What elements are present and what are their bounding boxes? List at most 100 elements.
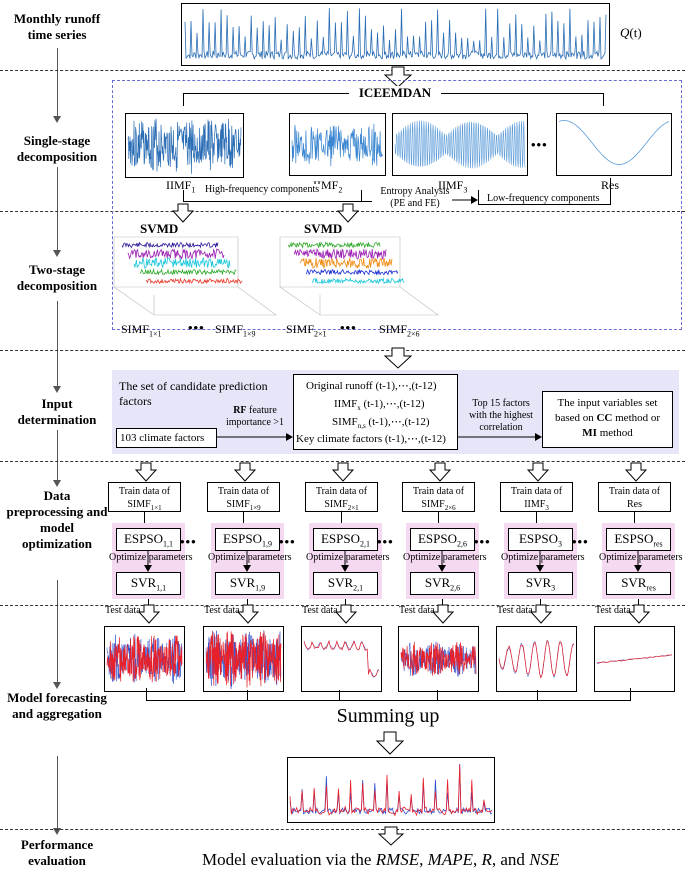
hollow-down-arrow [625, 462, 647, 482]
plot-frame [113, 236, 277, 316]
signal-line [293, 248, 387, 261]
optimize-label: Optimize parameters [599, 552, 683, 563]
high-freq-bracket [183, 190, 362, 202]
signal-line [289, 763, 493, 816]
iimf1-panel [125, 113, 244, 178]
arrow-down [536, 551, 544, 572]
candidate-item: Key climate factors (t-1),⋯,(t-12) [296, 433, 446, 445]
espso-box: ESPSO3 [508, 528, 573, 551]
stage-label-forecasting: Model forecasting and aggregation [7, 690, 107, 721]
ellipsis: ••• [188, 320, 205, 335]
stage-label-two-stage: Two-stage decomposition [16, 262, 98, 293]
timeline-arrow [53, 828, 61, 835]
timeline-arrow [53, 386, 61, 393]
arrow-down [144, 551, 152, 572]
input-set-box: The input variables set based on CC meth… [542, 391, 673, 448]
espso-box: ESPSO2,1 [313, 528, 378, 551]
signal-line [289, 764, 493, 817]
test-data-label: Test data [204, 605, 240, 616]
decomposition-region [112, 80, 682, 330]
test-data-label: Test data [302, 605, 338, 616]
plot-frame [279, 236, 439, 316]
forecast-plot [303, 639, 380, 679]
optimize-label: Optimize parameters [403, 552, 487, 563]
arrow-right [217, 433, 293, 441]
signal-line [127, 118, 242, 174]
connector [437, 690, 438, 701]
ellipsis: ••• [572, 534, 589, 549]
connector [243, 512, 244, 524]
timeline-line [57, 167, 58, 252]
iimf2-panel [289, 113, 386, 176]
signal-line [498, 639, 575, 678]
high-freq-label: High-frequency components [203, 184, 322, 196]
ellipsis: ••• [340, 320, 357, 335]
label-simf-2x6: SIMF2×6 [379, 322, 420, 339]
label-simf-2x1: SIMF2×1 [286, 322, 327, 339]
runoff-label: Q(t) [620, 25, 642, 40]
hollow-down-arrow [384, 347, 412, 369]
hollow-down-arrow [337, 203, 359, 223]
forecast-panel [594, 626, 675, 692]
forecast-plot [106, 633, 183, 684]
connector [536, 512, 537, 524]
optimize-label: Optimize parameters [501, 552, 585, 563]
res-plot [558, 120, 670, 165]
stage-label-single-stage: Single-stage decomposition [16, 133, 98, 164]
timeline-line [57, 48, 58, 118]
aggregated-forecast-panel [287, 757, 495, 823]
forecast-plot [205, 630, 282, 690]
separator [0, 70, 685, 71]
optimize-label: Optimize parameters [109, 552, 193, 563]
connector [362, 201, 372, 202]
connector [610, 178, 611, 191]
ellipsis: ••• [531, 137, 548, 152]
hollow-down-arrow [384, 66, 412, 88]
svmd-right-title: SVMD [304, 221, 343, 236]
iimf3-panel [392, 113, 528, 176]
hollow-down-arrow [237, 604, 259, 624]
forecast-panel [203, 626, 284, 692]
signal-line [299, 257, 393, 270]
espso-box: ESPSO1,9 [215, 528, 280, 551]
signal-line [303, 639, 380, 677]
ellipsis: ••• [279, 534, 296, 549]
test-data-label: Test data [595, 605, 631, 616]
hollow-down-arrow [332, 462, 354, 482]
signal-line [558, 120, 670, 165]
candidate-item: IIMFx (t-1),⋯,(t-12) [334, 398, 425, 413]
evaluation-text: Model evaluation via the RMSE, MAPE, R, … [202, 850, 560, 869]
hollow-down-arrow [628, 604, 650, 624]
hollow-down-arrow [378, 826, 404, 846]
iimf2-plot [291, 123, 384, 167]
espso-box: ESPSOres [606, 528, 671, 551]
arrow-right [452, 196, 478, 204]
timeline-line [57, 301, 58, 388]
svr-box: SVR1,1 [116, 572, 181, 595]
connector [247, 690, 248, 701]
separator [0, 350, 685, 351]
espso-box: ESPSO1,1 [116, 528, 181, 551]
svr-box: SVR2,1 [313, 572, 378, 595]
forecast-panel [104, 626, 185, 692]
connector [339, 690, 340, 701]
label-iimf3: IIMF3 [438, 178, 468, 195]
timeline-arrow [53, 250, 61, 257]
arrow-down [438, 551, 446, 572]
hollow-down-arrow [138, 604, 160, 624]
connector [341, 512, 342, 524]
arrow-down [243, 551, 251, 572]
candidate-list-box: Original runoff (t-1),⋯,(t-12) IIMFx (t-… [293, 374, 458, 450]
ellipsis: ••• [180, 534, 197, 549]
arrow-down [341, 551, 349, 572]
hollow-down-arrow [234, 462, 256, 482]
forecast-panel [398, 626, 479, 692]
connector [144, 512, 145, 524]
test-data-label: Test data [399, 605, 435, 616]
stage-label-input: Input determination [17, 396, 97, 427]
timeline-arrow [53, 682, 61, 689]
